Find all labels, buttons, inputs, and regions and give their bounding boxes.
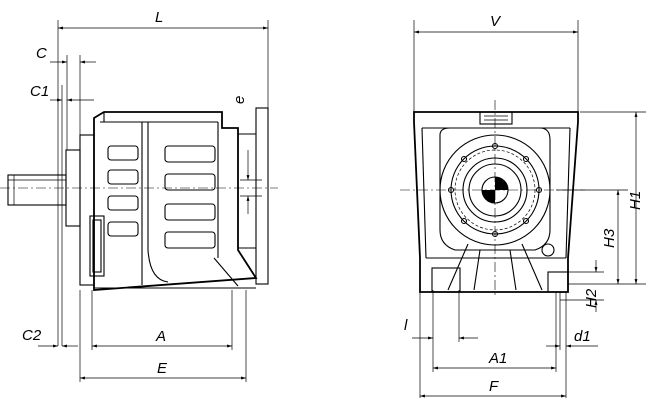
dimension-labels: L C C1 C2 e A E V H1 H3 H2 l d1 A1 F [22, 9, 644, 395]
dim-label-f: F [489, 378, 499, 395]
dim-label-c1: C1 [30, 83, 49, 100]
dim-label-a: A [155, 328, 166, 345]
dim-label-l-small: l [404, 317, 408, 334]
dim-label-d1: d1 [574, 328, 591, 345]
dim-label-h2: H2 [583, 288, 600, 308]
dim-label-e: e [231, 96, 248, 104]
side-view [0, 20, 278, 382]
dim-label-c: C [36, 45, 47, 62]
dimension-lines [38, 26, 638, 398]
dim-label-l: L [155, 9, 163, 26]
dim-label-c2: C2 [22, 327, 42, 344]
dim-label-e-width: E [157, 360, 168, 377]
dim-label-h3: H3 [601, 228, 618, 248]
front-view [400, 20, 646, 398]
dim-label-v: V [490, 13, 502, 30]
dim-label-a1: A1 [488, 350, 507, 367]
dim-label-h1: H1 [627, 191, 644, 210]
